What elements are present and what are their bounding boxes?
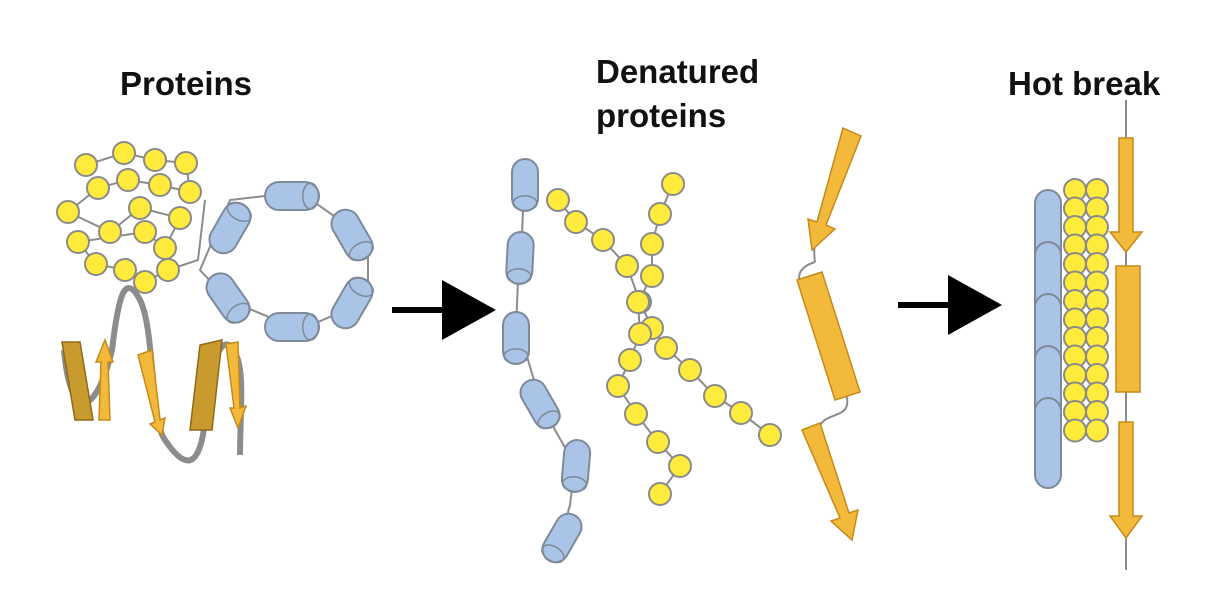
bead bbox=[56, 200, 80, 224]
bead bbox=[628, 322, 652, 346]
bead bbox=[678, 358, 702, 382]
bead bbox=[143, 148, 167, 172]
stacked-cylinder bbox=[1034, 397, 1062, 489]
aggregated-hot-break bbox=[1034, 100, 1144, 570]
helix-cylinder bbox=[330, 208, 374, 262]
bead bbox=[703, 384, 727, 408]
bead bbox=[729, 401, 753, 425]
bead bbox=[648, 482, 672, 506]
helix-cylinder bbox=[264, 181, 320, 211]
bead bbox=[133, 270, 157, 294]
bead bbox=[1063, 418, 1087, 443]
helix-cylinder bbox=[560, 439, 592, 493]
bead bbox=[654, 336, 678, 360]
random-coil-bead-cluster bbox=[56, 141, 206, 294]
bead bbox=[591, 228, 615, 252]
bead bbox=[661, 172, 685, 196]
unfolded-bead-chains bbox=[546, 172, 782, 506]
bead bbox=[646, 430, 670, 454]
proteins-label: Proteins bbox=[120, 65, 253, 102]
helix-cylinder bbox=[502, 311, 530, 365]
bead bbox=[133, 220, 157, 244]
bead bbox=[178, 180, 202, 204]
bead bbox=[640, 264, 664, 288]
denatured-proteins-label-line1: Denatured bbox=[596, 53, 760, 90]
bead bbox=[174, 151, 198, 175]
bead bbox=[74, 153, 98, 177]
unfolded-cylinder-chain bbox=[502, 158, 592, 564]
bead bbox=[98, 220, 122, 244]
bead bbox=[606, 374, 630, 398]
chain-link bbox=[557, 199, 771, 436]
helix-cylinder bbox=[205, 272, 251, 324]
bead bbox=[624, 402, 648, 426]
hot-break-label: Hot break bbox=[1008, 65, 1161, 102]
bead bbox=[618, 348, 642, 372]
beta-helix-ribbon bbox=[61, 285, 248, 464]
bead bbox=[128, 196, 152, 220]
bead bbox=[626, 290, 650, 314]
helix-cylinder bbox=[208, 201, 252, 255]
helix-cylinder bbox=[505, 231, 535, 285]
helix-cylinder-ring bbox=[198, 181, 374, 342]
unfolded-strand-arrows bbox=[796, 126, 862, 542]
bead bbox=[648, 202, 672, 226]
helix-cylinder bbox=[330, 276, 374, 330]
bead bbox=[546, 188, 570, 212]
bead bbox=[168, 206, 192, 230]
bead bbox=[564, 210, 588, 234]
bead bbox=[153, 236, 177, 260]
bead bbox=[148, 173, 172, 197]
bead bbox=[86, 176, 110, 200]
bead bbox=[66, 230, 90, 254]
helix-cylinder bbox=[511, 158, 539, 212]
bead bbox=[112, 141, 136, 165]
bead bbox=[640, 232, 664, 256]
bead bbox=[615, 254, 639, 278]
bead bbox=[156, 258, 180, 282]
helix-cylinder bbox=[264, 312, 320, 342]
bead bbox=[1085, 418, 1109, 443]
bead bbox=[758, 423, 782, 447]
helix-cylinder bbox=[519, 378, 561, 430]
bead bbox=[113, 258, 137, 282]
denatured-proteins-label-line2: proteins bbox=[596, 97, 727, 134]
bead bbox=[84, 252, 108, 276]
bead bbox=[116, 168, 140, 192]
bead bbox=[668, 454, 692, 478]
helix-cylinder bbox=[541, 512, 583, 564]
